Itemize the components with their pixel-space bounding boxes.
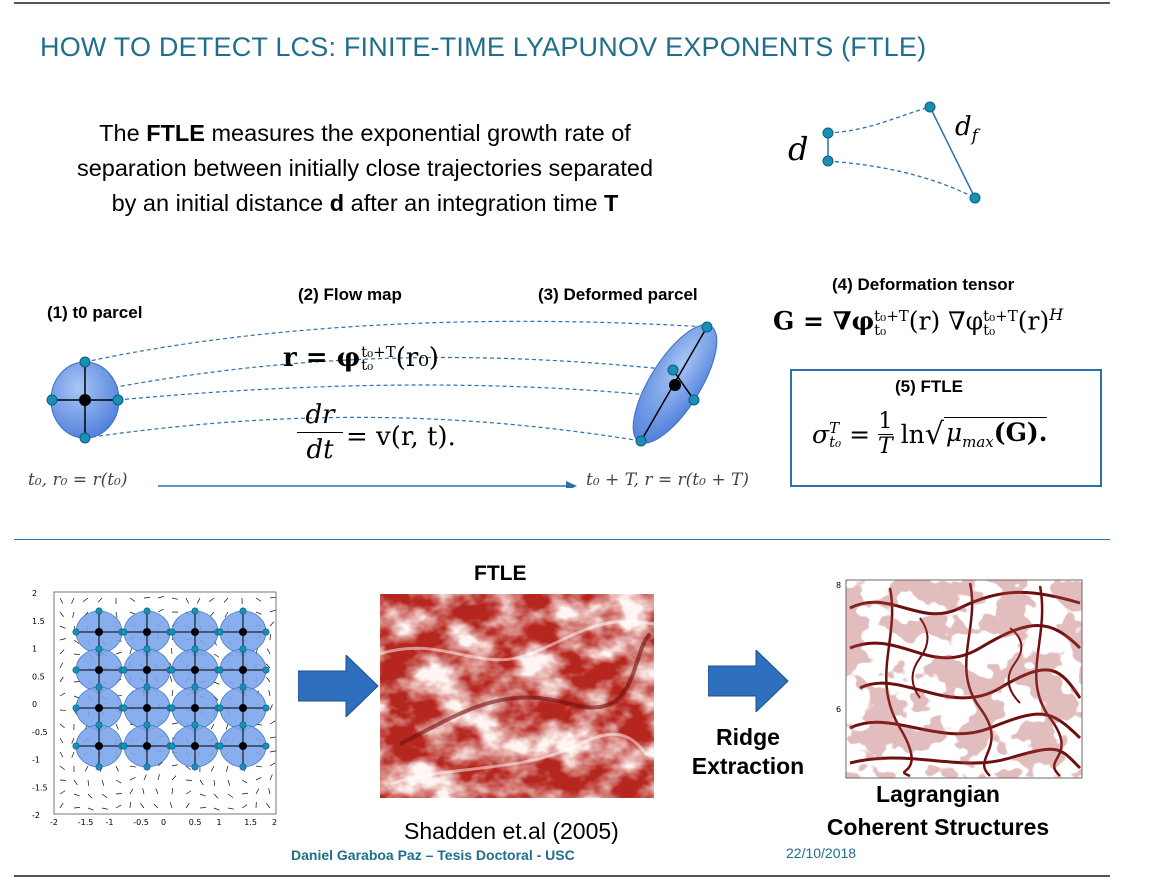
grid-y-tick: -1.5 xyxy=(32,783,48,792)
tensor-H: H xyxy=(1049,305,1064,324)
grid-x-tick: -0.5 xyxy=(133,818,149,827)
citation: Shadden et.al (2005) xyxy=(404,818,619,844)
ftle-ln: ln xyxy=(900,420,925,449)
tensor-mid: (r) ∇φ xyxy=(908,306,984,336)
ode-denominator: dt xyxy=(306,435,334,465)
intro-line-1: The FTLE measures the exponential growth… xyxy=(20,116,710,151)
separation-diagram xyxy=(822,101,981,204)
ode-numerator: dr xyxy=(305,400,335,430)
intro-text: measures the exponential growth rate of xyxy=(204,120,631,146)
parcel-grid-plot: -2 -1.5 -1 -0.5 0 0.5 1 1.5 2 2 1.5 1 0.5 0 -0.5 -1 -1.5… xyxy=(30,588,282,828)
tensor-lhs: G = ∇φ xyxy=(773,306,875,336)
grid-x-tick: 1.5 xyxy=(244,818,257,827)
ode-fraction-bar xyxy=(297,432,343,433)
footer-author: Daniel Garaboa Paz – Tesis Doctoral - US… xyxy=(291,847,575,863)
intro-t-bold: T xyxy=(604,190,619,216)
grid-x-tick: -2 xyxy=(50,818,58,827)
grid-y-tick: -2 xyxy=(32,811,40,820)
grid-y-tick: 2 xyxy=(32,589,37,598)
slide-title: HOW TO DETECT LCS: FINITE-TIME LYAPUNOV … xyxy=(40,32,927,62)
grid-y-tick: 0.5 xyxy=(32,672,45,681)
ftle-box xyxy=(790,369,1102,487)
ftle-sigma: σ xyxy=(812,420,830,449)
bottom-rule xyxy=(14,875,1110,877)
ftle-sup: T xyxy=(829,418,840,437)
tensor-sub-1: t₀ xyxy=(874,320,887,339)
d-label: d xyxy=(788,130,809,168)
top-rule xyxy=(14,2,1110,4)
flow-map-lhs: r = φ xyxy=(283,343,361,373)
grid-x-tick: 0 xyxy=(161,818,166,827)
flow-map-arg: (r₀) xyxy=(395,343,439,373)
tensor-end: (r) xyxy=(1017,306,1050,336)
ftle-mu-sub: max xyxy=(962,433,994,451)
ftle-eq: = xyxy=(849,420,871,449)
lcs-y-tick: 6 xyxy=(836,705,841,714)
section-divider xyxy=(14,539,1110,540)
step2-label: (2) Flow map xyxy=(298,285,402,304)
ftle-mu: μ xyxy=(945,418,963,447)
time-arrow xyxy=(158,478,578,488)
lcs-line1: Lagrangian xyxy=(876,781,1000,807)
ridge-extraction-label: Ridge Extraction xyxy=(680,724,816,780)
df-label-sub: f xyxy=(971,126,978,147)
step1-label: (1) t0 parcel xyxy=(47,303,143,322)
ftle-sub: t₀ xyxy=(829,432,842,451)
ftle-den: T xyxy=(877,434,893,459)
grid-y-tick: 0 xyxy=(32,700,37,709)
footer-date: 22/10/2018 xyxy=(786,845,857,861)
flow-map-sub: t₀ xyxy=(361,356,374,374)
grid-x-tick: 0.5 xyxy=(189,818,202,827)
ftle-field-image xyxy=(380,594,654,798)
grid-x-tick: -1.5 xyxy=(78,818,94,827)
lcs-y-tick: 8 xyxy=(836,581,841,590)
grid-x-tick: -1 xyxy=(106,818,114,827)
df-label-main: d xyxy=(955,112,972,142)
intro-ftle-bold: FTLE xyxy=(146,120,205,146)
grid-y-tick: -0.5 xyxy=(32,728,48,737)
df-label: df xyxy=(955,112,978,146)
ftle-num: 1 xyxy=(878,409,893,434)
flow-map-diagram xyxy=(46,320,718,447)
grid-y-tick: 1.5 xyxy=(32,617,45,626)
intro-line-3: by an initial distance d after an integr… xyxy=(20,186,710,221)
intro-text: The xyxy=(99,120,147,146)
lcs-line2: Coherent Structures xyxy=(826,814,1050,840)
intro-d-bold: d xyxy=(329,190,345,216)
tensor-sup-1: t₀+T xyxy=(874,306,909,325)
ode-fraction: dr dt xyxy=(297,400,343,465)
tensor-sup-2: t₀+T xyxy=(983,306,1018,325)
sqrt-sign: √ xyxy=(924,417,944,452)
lcs-image: 8 6 xyxy=(836,579,1083,779)
ftle-arg-end: (G). xyxy=(993,418,1048,447)
grid-x-tick: 1 xyxy=(217,818,222,827)
step4-label: (4) Deformation tensor xyxy=(832,275,1015,294)
intro-text: by an initial distance xyxy=(111,190,330,216)
grid-x-tick: 2 xyxy=(272,818,277,827)
intro-paragraph: The FTLE measures the exponential growth… xyxy=(20,116,710,221)
ridge-line2: Extraction xyxy=(691,753,805,779)
ftle-image-label: FTLE xyxy=(474,562,527,585)
ridge-line1: Ridge xyxy=(716,724,780,750)
intro-line-2: separation between initially close traje… xyxy=(76,155,654,181)
flow-map-sup: t₀+T xyxy=(361,343,396,361)
lcs-caption: Lagrangian Coherent Structures xyxy=(812,781,1064,841)
grid-y-tick: -1 xyxy=(32,756,40,765)
tensor-sub-2: t₀ xyxy=(983,320,996,339)
time-start-label: t₀, r₀ = r(t₀) xyxy=(28,470,128,490)
time-end-label: t₀ + T, r = r(t₀ + T) xyxy=(586,470,749,490)
intro-text: after an integration time xyxy=(344,190,605,216)
arrow-right-icon xyxy=(298,655,379,717)
step3-label: (3) Deformed parcel xyxy=(538,285,698,304)
step5-label: (5) FTLE xyxy=(895,377,963,396)
ode-rhs: = v(r, t). xyxy=(346,422,456,452)
grid-y-tick: 1 xyxy=(32,645,37,654)
arrow-right-icon xyxy=(708,650,789,712)
parcel-grid-svg: -2 -1.5 -1 -0.5 0 0.5 1 1.5 2 2 1.5 1 0.5 0 -0.5 -1 -1.5… xyxy=(32,589,277,827)
